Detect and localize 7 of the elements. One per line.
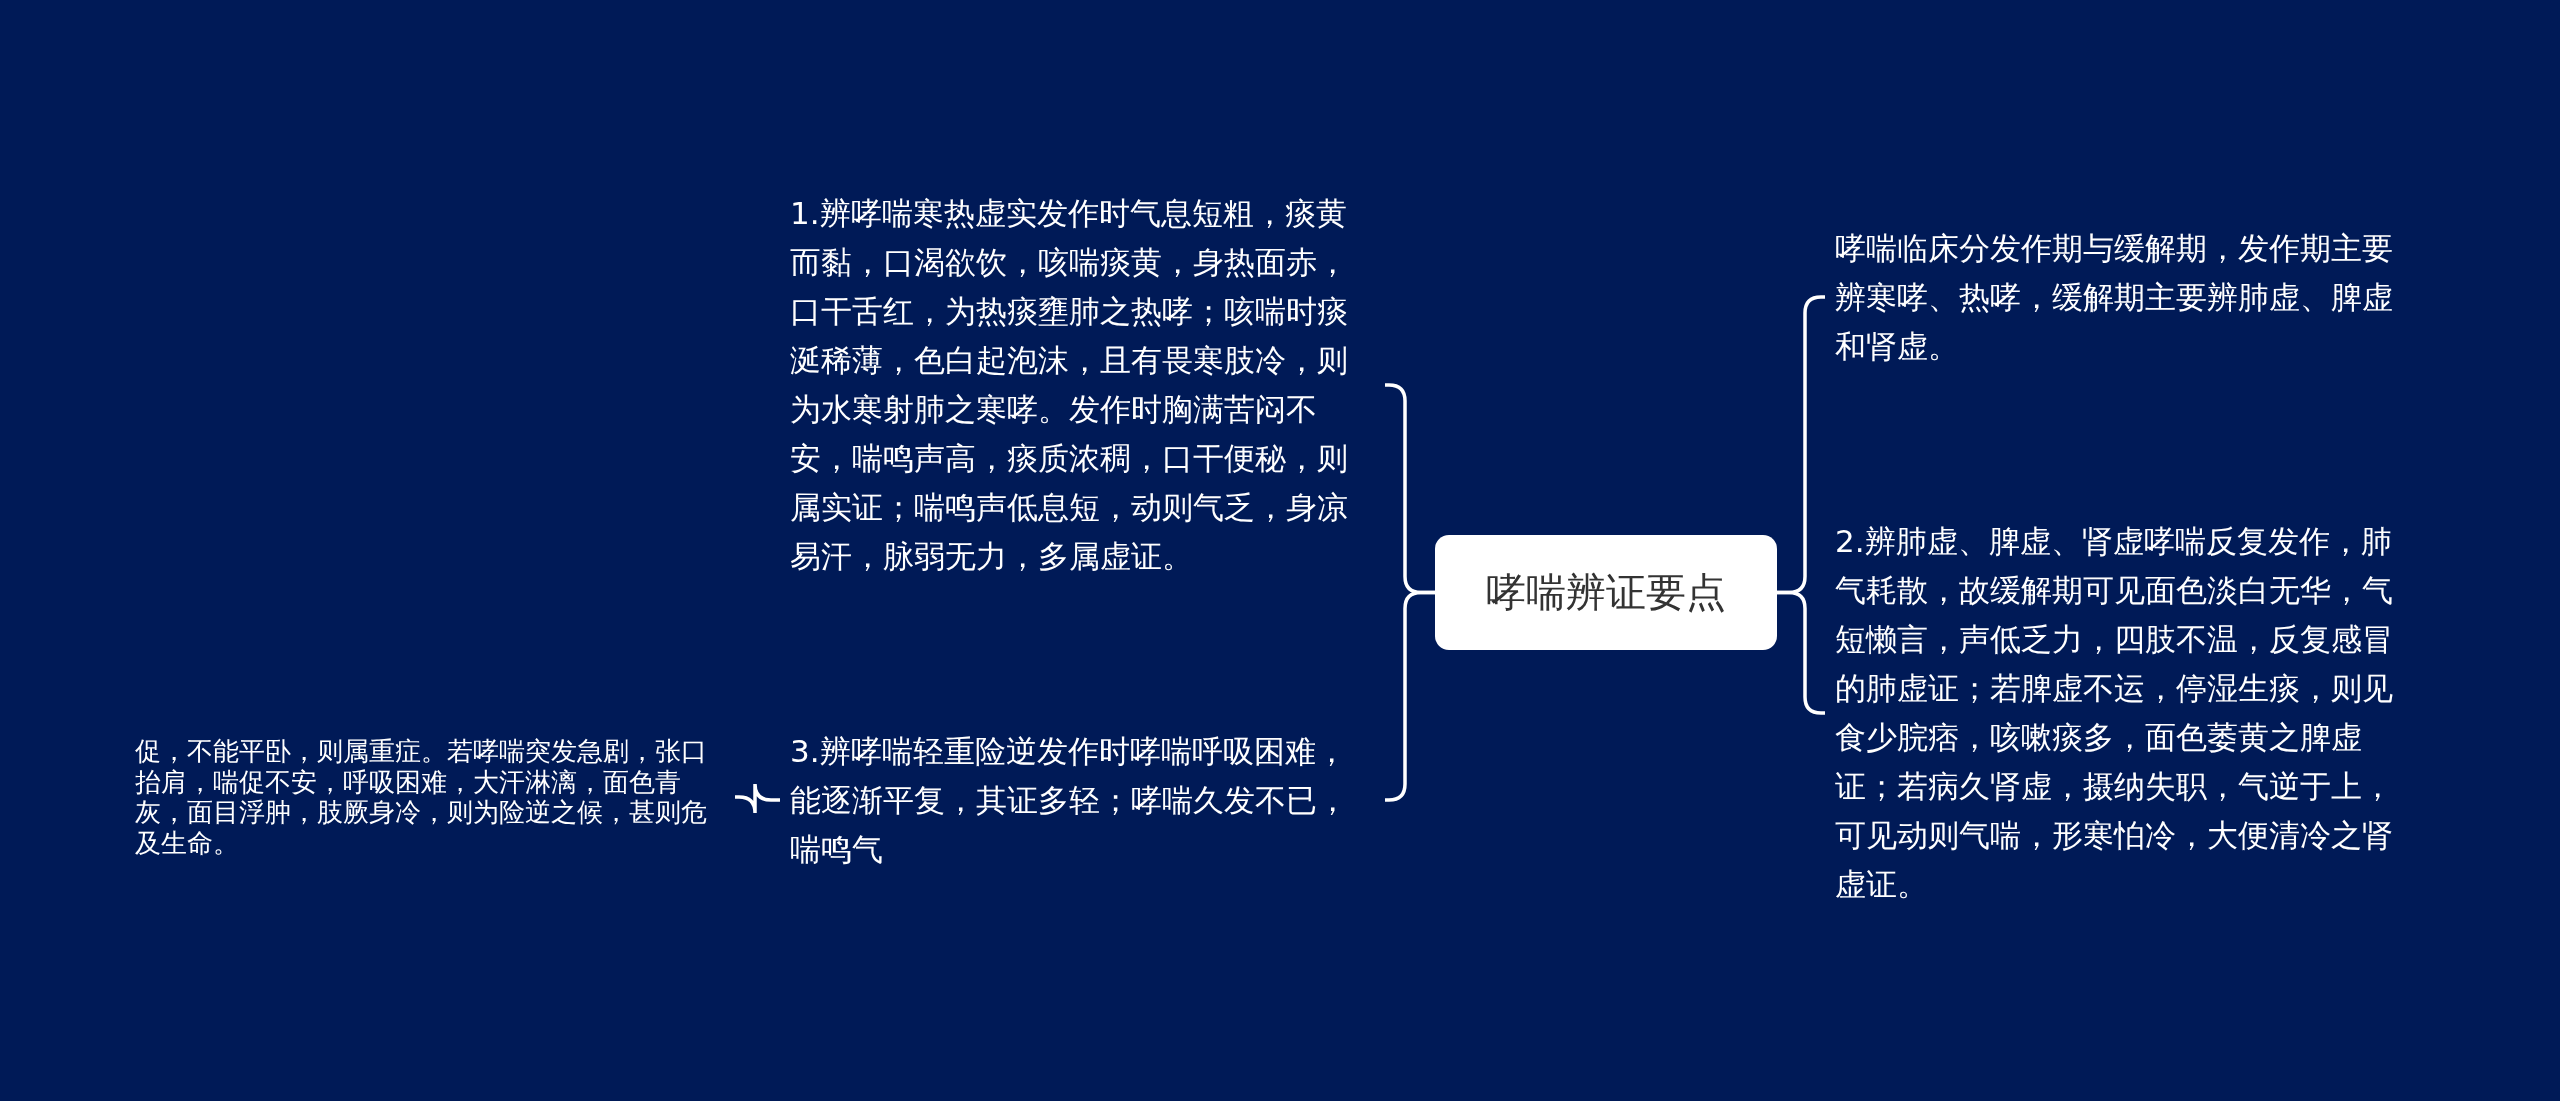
leaf-text: 促，不能平卧，则属重症。若哮喘突发急剧，张口抬肩，喘促不安，呼吸困难，大汗淋漓，面色青灰，面目浮肿，肢厥身冷，则为险逆之候，甚则危及生命。	[125, 722, 735, 872]
connector-line	[735, 782, 780, 815]
branch-text: 1.辨哮喘寒热虚实发作时气息短粗，痰黄而黏，口渴欲饮，咳喘痰黄，身热面赤，口干舌红，为热痰壅肺之热哮；咳喘时痰涎稀薄，色白起泡沫，且有畏寒肢冷，则为水寒射肺之寒哮。发作时胸满苦闷不安，喘鸣声高，痰质浓稠，口干便秘，则属实证；喘鸣声低息短，动则气乏，身凉易汗，脉弱无力，多属虚证。	[780, 136, 1385, 634]
branch-text: 3.辨哮喘轻重险逆发作时哮喘呼吸困难，能逐渐平复，其证多轻；哮喘久发不已，喘鸣气	[780, 726, 1385, 874]
branch-text: 哮喘临床分发作期与缓解期，发作期主要辨寒哮、热哮，缓解期主要辨肺虚、脾虚和肾虚。	[1825, 222, 2425, 372]
branch-text: 2.辨肺虚、脾虚、肾虚哮喘反复发作，肺气耗散，故缓解期可见面色淡白无华，气短懒言，声低乏力，四肢不温，反复感冒的肺虚证；若脾虚不运，停湿生痰，则见食少脘痞，咳嗽痰多，面色萎黄之脾虚证；若病久肾虚，摄纳失职，气逆于上，可见动则气喘，形寒怕冷，大便清冷之肾虚证。	[1825, 468, 2425, 958]
central-topic-box: 哮喘辨证要点	[1435, 535, 1777, 650]
